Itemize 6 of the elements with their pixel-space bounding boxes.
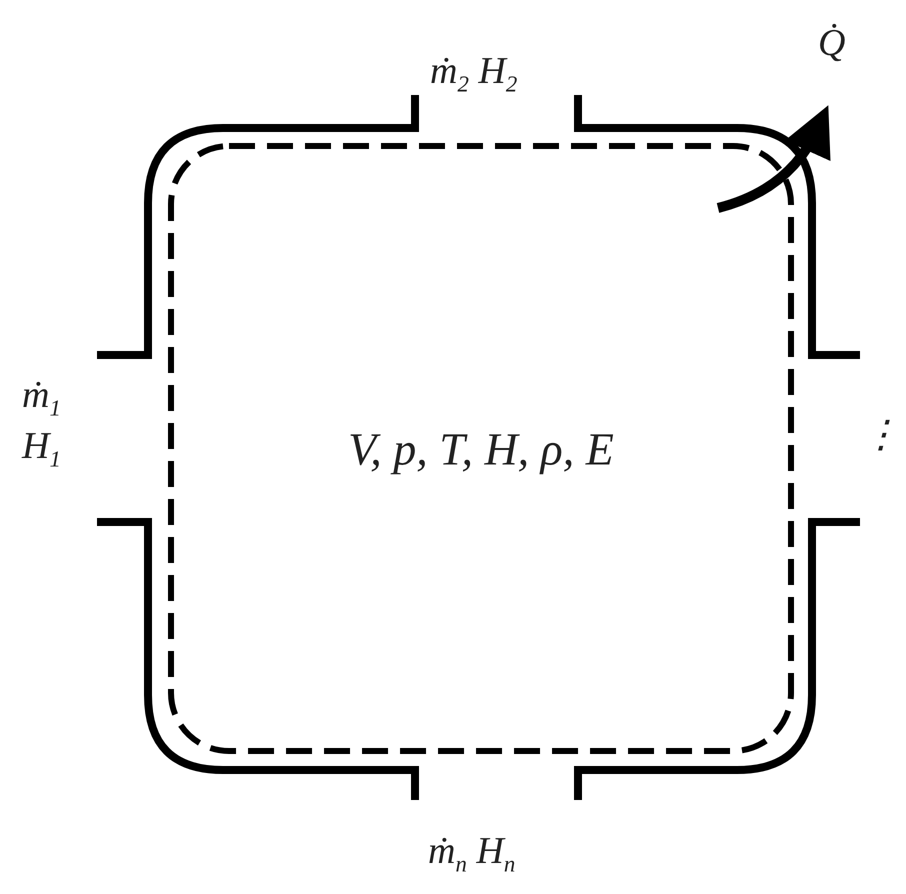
- state-variables-text: V, p, T, H, ρ, E: [348, 422, 614, 476]
- ellipsis-label: ⋮: [862, 413, 900, 458]
- outlet-flow-label: ṁ$_{n}$ H$_{n}$: [428, 829, 516, 879]
- outlet-flow-label: ṁ$_{2}$ H$_{2}$: [430, 49, 518, 99]
- inlet-flow-label: ṁ$_{1}$ H$_{1}$: [22, 373, 62, 474]
- heat-rate-label: Q̇: [818, 21, 846, 66]
